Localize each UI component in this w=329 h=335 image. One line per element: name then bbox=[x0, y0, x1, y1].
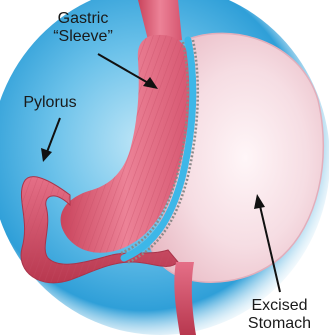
excised-stomach-label-line2: Stomach bbox=[232, 315, 327, 333]
excised-stomach-label: Excised Stomach bbox=[232, 297, 327, 333]
excised-stomach-label-line1: Excised bbox=[232, 297, 327, 315]
pylorus-label: Pylorus bbox=[10, 94, 90, 112]
gastric-sleeve-label-line2: “Sleeve” bbox=[28, 28, 138, 46]
gastric-sleeve-label-line1: Gastric bbox=[28, 10, 138, 28]
gastric-sleeve-label: Gastric “Sleeve” bbox=[28, 10, 138, 46]
